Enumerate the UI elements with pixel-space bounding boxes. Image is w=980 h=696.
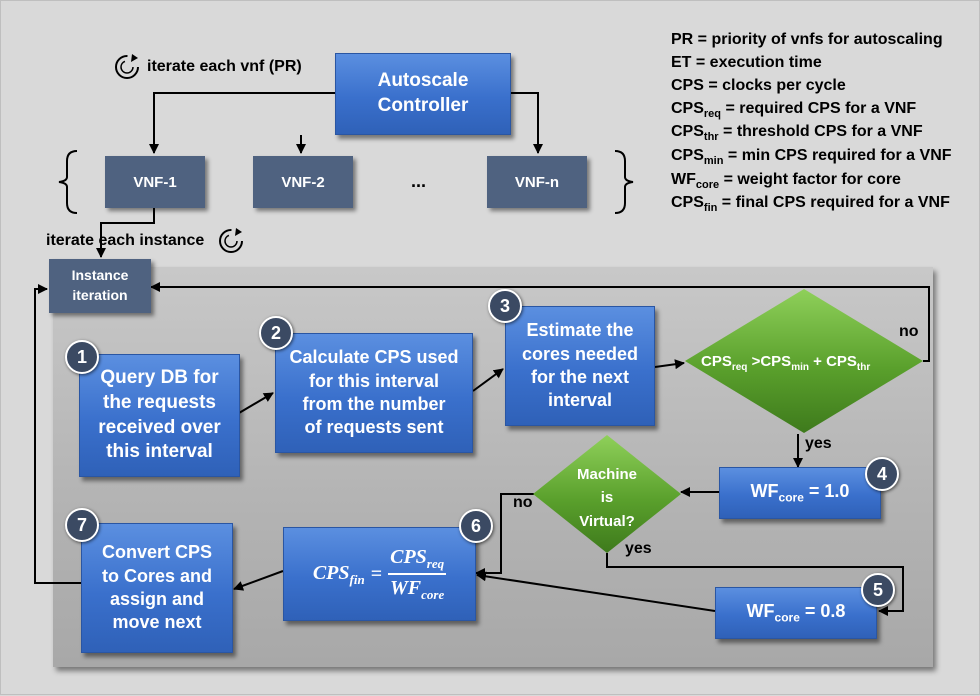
step-6-badge: 6 [459,509,493,543]
step-4-wf-core-1: WFcore = 1.0 [719,467,881,519]
arrow-6-to-7 [233,570,284,591]
arrow-decision2-yes [606,553,904,616]
step-7-badge: 7 [65,508,99,542]
arrow-2-to-3 [472,368,504,392]
step-6-cps-fin-formula: CPSfin = CPSreq WFcore [283,527,476,621]
step-2-badge: 2 [259,316,293,350]
decision1-text: CPSreq >CPSmin + CPSthr [701,353,871,373]
step-4-badge: 4 [865,457,899,491]
arrow-decision1-no [150,282,930,362]
legend-wf-core: WFcore = weight factor for core [671,171,901,192]
legend-cps-req: CPSreq = required CPS for a VNF [671,100,917,121]
decision1-diamond [685,289,923,433]
step-3-badge: 3 [488,289,522,323]
cycle-icon-instance [219,228,243,253]
arrow-5-to-6 [476,571,716,612]
legend-cps-thr: CPSthr = threshold CPS for a VNF [671,123,923,144]
cycle-icon-vnf [115,54,139,79]
iterate-instance-label: iterate each instance [46,232,205,249]
arrow-3-to-decision1 [654,359,685,370]
step-5-wf-core-08: WFcore = 0.8 [715,587,877,639]
iterate-vnf-label: iterate each vnf (PR) [147,58,302,75]
decision2-no-label: no [513,494,533,511]
left-brace [58,150,78,214]
vnf-1-box: VNF-1 [105,156,205,208]
arrow-vnf1-instance [96,207,155,258]
step-5-badge: 5 [861,573,895,607]
arrow-controller-vnfn [511,92,543,154]
decision2-yes-label: yes [625,540,652,557]
arrow-decision2-no [475,493,534,578]
vnf-ellipsis: ... [411,171,427,191]
legend-et: ET = execution time [671,54,822,71]
step-1-badge: 1 [65,340,99,374]
vnf-2-box: VNF-2 [253,156,353,208]
legend-cps-min: CPSmin = min CPS required for a VNF [671,147,952,168]
legend-pr: PR = priority of vnfs for autoscaling [671,31,943,48]
decision2-diamond [533,435,681,553]
legend-cps: CPS = clocks per cycle [671,77,846,94]
decision1-no-label: no [899,323,919,340]
vnf-n-box: VNF-n [487,156,587,208]
arrow-controller-vnf1 [149,92,335,154]
legend-cps-fin: CPSfin = final CPS required for a VNF [671,194,950,215]
arrow-7-to-instance [34,284,81,584]
decision1-yes-label: yes [805,435,832,452]
arrow-1-to-2 [238,392,274,414]
right-brace [614,150,634,214]
